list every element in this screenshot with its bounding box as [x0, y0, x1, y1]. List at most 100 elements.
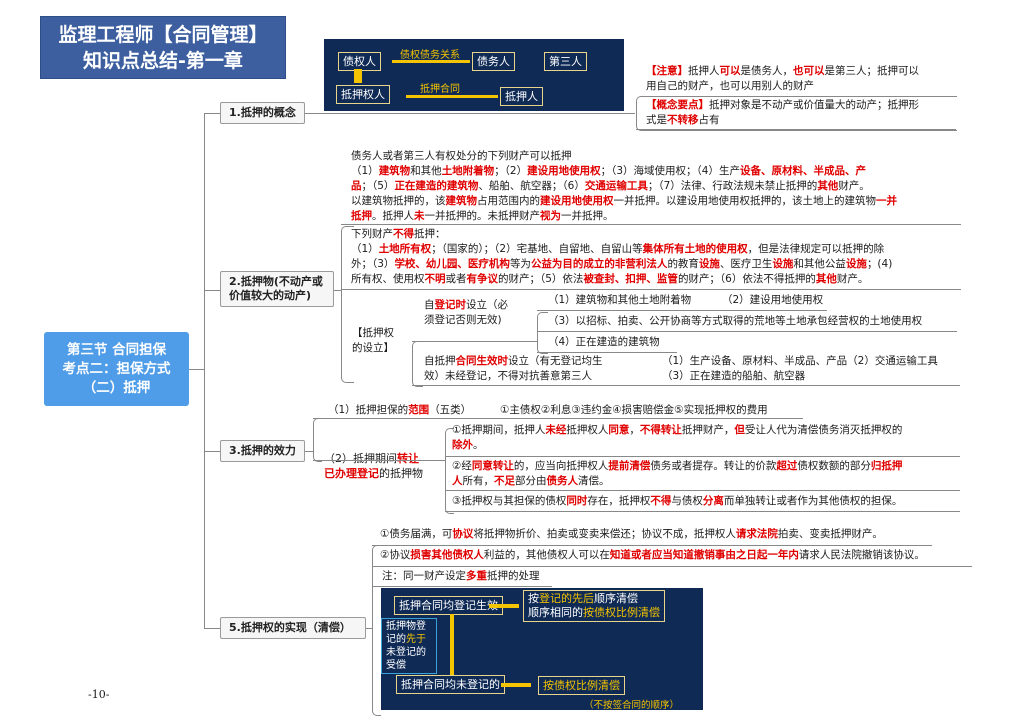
registered-first-note: 抵押物登 记的先于 未登记的 受偿: [381, 618, 437, 674]
text: （1）: [351, 165, 379, 177]
text-em: 除外: [452, 439, 473, 451]
text-em: 请求法院: [735, 528, 778, 540]
can-mortgage-line-4: 抵押。抵押人未一并抵押的。未抵押财产视为一并抵押。: [351, 209, 897, 224]
bracket: [341, 226, 354, 383]
branch-mortgage-effect[interactable]: 3.抵押的效力: [220, 440, 305, 462]
text-em: 协议: [452, 528, 474, 540]
text: （3）正在建造的船舶、航空器: [662, 370, 806, 382]
text: 清偿。: [578, 475, 610, 487]
bracket: [412, 341, 423, 387]
branch-label-line-2: 价值较大的动产): [229, 289, 312, 302]
text: 所有权、使用权: [351, 273, 425, 285]
cannot-line-1: （1）土地所有权；（国家的）；（2）宅基地、自留地、自留山等集体所有土地的使用权…: [351, 242, 892, 257]
text: （五类）: [429, 404, 472, 416]
text-em: 先于: [406, 634, 426, 645]
text: 一并抵押。: [561, 210, 614, 222]
text-em: 同意: [608, 424, 630, 436]
effect-transfer-item-1: ①抵押期间，抵押人未经抵押权人同意，不得转让抵押财产，但受让人代为清偿债务消灭抵…: [452, 423, 902, 453]
text-em: 人: [452, 475, 463, 487]
text-em: 也可以: [793, 65, 825, 77]
text: 须登记否则无效): [424, 314, 502, 326]
text-em: 但: [734, 424, 745, 436]
can-mortgage-line-1: （1）建筑物和其他土地附着物；（2）建设用地使用权；（3）海域使用权；（4）生产…: [351, 164, 897, 179]
text: 外；（3）: [351, 258, 395, 270]
text-em: 按债权比例清偿: [583, 606, 660, 619]
text-em: 集体所有土地的使用权: [642, 243, 748, 255]
text-em: 被查封、扣押、监管: [583, 273, 678, 285]
text-em: 知道或者应当知道撤销事由之日起一年内: [609, 549, 799, 561]
text-em: 建筑物: [445, 195, 478, 207]
text-em: 范围: [408, 404, 430, 416]
text-em: 视为: [540, 210, 561, 222]
text-em: 设施: [698, 258, 720, 270]
text: 注：同一财产设定: [382, 570, 466, 582]
text-em: 品: [351, 180, 362, 192]
text: 和其他公益: [793, 258, 846, 270]
text: 的教育: [667, 258, 699, 270]
text: 一并抵押的。未抵押财产: [424, 210, 541, 222]
effect-transfer-item-3: ③抵押权与其担保的债权同时存在，抵押权不得与债权分离而单独转让或者作为其他债权的…: [452, 494, 902, 509]
text-em: 、: [761, 165, 772, 177]
connector: [189, 369, 204, 370]
reg-item-2: （2）建设用地使用权: [722, 294, 824, 306]
text-em: 土地附着物: [441, 165, 495, 177]
branch-mortgage-concept[interactable]: 1.抵押的概念: [220, 102, 305, 124]
text-em: 建设用地使用权: [540, 195, 614, 207]
text: 占用范围内的: [477, 195, 540, 207]
underline: [412, 385, 960, 386]
mortgagor-box: 抵押人: [500, 87, 543, 106]
text: 的抵押物: [379, 467, 423, 480]
text: ；（国家的）；（2）宅基地、自留地、自留山等: [431, 243, 643, 255]
connector: [204, 451, 220, 452]
reg-item-1: （1）建筑物和其他土地附着物: [548, 294, 692, 306]
central-topic-line-2: 考点二：担保方式: [62, 361, 171, 377]
bracket: [372, 545, 381, 716]
text-em: 同时: [566, 495, 588, 507]
text: 用自己的财产，也可以用别人的财产: [646, 80, 814, 92]
debtor-box: 债务人: [472, 52, 515, 71]
text-em: 有争议: [466, 273, 499, 285]
underline: [537, 352, 677, 353]
text: （1）: [351, 243, 379, 255]
underline: [372, 545, 932, 546]
underline: [445, 511, 960, 512]
registered-contracts-box: 抵押合同均登记生效: [394, 596, 503, 615]
text: （2）抵押期间: [324, 452, 397, 465]
text-em: 债务人: [546, 475, 579, 487]
text-em: 不得: [393, 228, 414, 240]
text: ，但是法律规定可以抵押的除: [747, 243, 885, 255]
can-mortgage-intro: 债务人或者第三人有权处分的下列财产可以抵押: [351, 150, 572, 162]
underline: [636, 129, 956, 130]
text: 债务或者提存。转让的价款: [650, 460, 777, 472]
text: 式是: [646, 114, 667, 126]
text: 部分由: [515, 475, 547, 487]
branch-mortgage-realization[interactable]: 5.抵押权的实现（清偿）: [220, 617, 366, 639]
text-em: 同意转让: [471, 460, 514, 472]
text: ；(4): [866, 258, 893, 270]
underline: [445, 490, 960, 491]
text-em: 设备: [740, 165, 761, 177]
right-arrow-icon: [501, 683, 531, 687]
text: ①债务届满，可: [380, 528, 453, 540]
text: 将抵押物折价、拍卖或变卖来偿还；协议不成，抵押权人: [473, 528, 736, 540]
unregistered-note: （不按签合同的顺序）: [584, 700, 680, 711]
text: 而单独转让或者作为其他债权的担保。: [723, 495, 903, 507]
can-mortgage-line-2: 品；（5）正在建造的建筑物、船舶、航空器；（6）交通运输工具；（7）法律、行政法…: [351, 179, 897, 194]
key-tag: 【概念要点】: [646, 99, 709, 111]
concept-key-box: [636, 96, 957, 131]
text: 利益的，其他债权人可以在: [483, 549, 610, 561]
text: ；（7）法律、行政法规未禁止抵押的: [647, 180, 818, 192]
connector: [305, 113, 635, 114]
text: （1）抵押担保的: [328, 404, 409, 416]
concept-note: 【注意】抵押人可以是债务人，也可以是第三人；抵押可以 用自己的财产，也可以用别人…: [646, 64, 919, 94]
text-em: 不得: [650, 495, 672, 507]
text: 顺序相同的: [528, 606, 583, 619]
underline: [537, 331, 957, 332]
unregistered-contracts-box: 抵押合同均未登记的: [396, 675, 505, 694]
branch-mortgage-property[interactable]: 2.抵押物(不动产或 价值较大的动产): [220, 271, 334, 307]
text: 受让人代为清偿债务消灭抵押权的: [744, 424, 903, 436]
text: 等为: [509, 258, 531, 270]
text-em: 未: [414, 210, 425, 222]
text: ③抵押权与其担保的债权: [452, 495, 567, 507]
text-em: 已办理登记: [324, 467, 379, 480]
